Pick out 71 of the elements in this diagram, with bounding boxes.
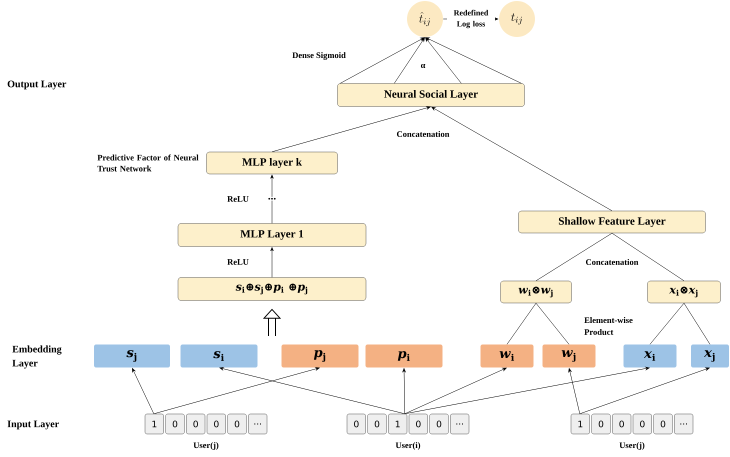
vector-cell: 1 — [388, 414, 408, 434]
layer-box: Neural Social Layer — [337, 83, 525, 107]
vector-cell: 0 — [408, 414, 428, 434]
vector-cell: 0 — [591, 414, 611, 434]
embedding-box: w$_{i}$ — [480, 344, 534, 368]
vector-cell: ... — [450, 414, 470, 434]
embedding-box: s$_{j}$ — [94, 344, 170, 368]
connector-line — [612, 232, 684, 282]
vector-cell: 1 — [144, 414, 164, 434]
user-label: User(j) — [193, 442, 218, 450]
connector-line — [506, 302, 536, 345]
user-label: User(i) — [396, 442, 420, 450]
embedding-box: p$_{i}$ — [366, 344, 442, 368]
vector-cell: 0 — [429, 414, 449, 434]
layer-name: Output Layer — [8, 80, 66, 90]
weight-label: α — [420, 64, 426, 68]
arrow — [154, 367, 320, 414]
operation-label: Concatenation — [396, 131, 450, 137]
arrow — [394, 38, 425, 84]
embedding-box: w$_{j}$ — [542, 344, 596, 368]
edge-label: ... — [266, 196, 278, 201]
arrow — [425, 37, 522, 84]
connector-line — [536, 302, 570, 345]
arrow — [219, 367, 406, 414]
arrow — [132, 368, 154, 414]
layer-box: x$_{i}$⊗x$_{j}$ — [647, 280, 721, 304]
operation-label: Concatenation — [586, 259, 638, 265]
layer-name: Embedding Layer — [12, 345, 62, 369]
arrow — [340, 37, 425, 84]
user-label: User(j) — [619, 442, 644, 450]
vector-cell: ... — [674, 414, 694, 434]
vector-cell: 0 — [206, 414, 226, 434]
connector-line — [536, 232, 612, 282]
vector-cell: 0 — [186, 414, 206, 434]
embedding-box: x$_{i}$ — [624, 344, 676, 368]
edge-label: Redefined Log loss — [447, 8, 495, 30]
arrow — [404, 368, 507, 414]
vector-cell: 0 — [367, 414, 387, 434]
arrow — [568, 368, 580, 414]
arrow — [272, 106, 431, 152]
arrow — [431, 106, 612, 212]
vector-cell: 0 — [632, 414, 652, 434]
vector-cell: 0 — [612, 414, 632, 434]
connector-line — [684, 302, 710, 345]
vector-cell: 0 — [653, 414, 673, 434]
function-label: ReLU — [227, 259, 249, 265]
vector-cell: 1 — [570, 414, 590, 434]
embedding-box: p$_{j}$ — [282, 344, 358, 368]
arrow — [404, 366, 650, 414]
operation-label: Element-wise Product — [584, 317, 633, 335]
embedding-box: s$_{i}$ — [180, 344, 258, 368]
vector-cell: 0 — [227, 414, 247, 434]
connector-line — [650, 302, 684, 345]
side-note: Predictive Factor of Neural Trust Network — [97, 154, 198, 172]
arrow — [270, 174, 274, 224]
arrow — [402, 368, 406, 414]
vector-cell: ... — [248, 414, 268, 434]
arrow — [580, 368, 710, 414]
layer-name: Input Layer — [8, 420, 59, 430]
embedding-box: x$_{j}$ — [691, 344, 729, 368]
layer-box: MLP Layer 1 — [178, 223, 366, 247]
function-label: ReLU — [227, 196, 249, 202]
arrow — [270, 247, 274, 278]
vector-cell: 0 — [346, 414, 366, 434]
vector-cell: 0 — [165, 414, 185, 434]
layer-box: Shallow Feature Layer — [518, 210, 706, 234]
function-label: Dense Sigmoid — [292, 52, 346, 60]
layer-box: w$_{i}$⊗w$_{j}$ — [500, 280, 572, 304]
arrow — [425, 37, 462, 84]
layer-box: s$_{i}$⊕s$_{j}$⊕p$_{i}$ ⊕p$_{j}$ — [178, 277, 366, 301]
layer-box: MLP layer k — [206, 152, 338, 174]
